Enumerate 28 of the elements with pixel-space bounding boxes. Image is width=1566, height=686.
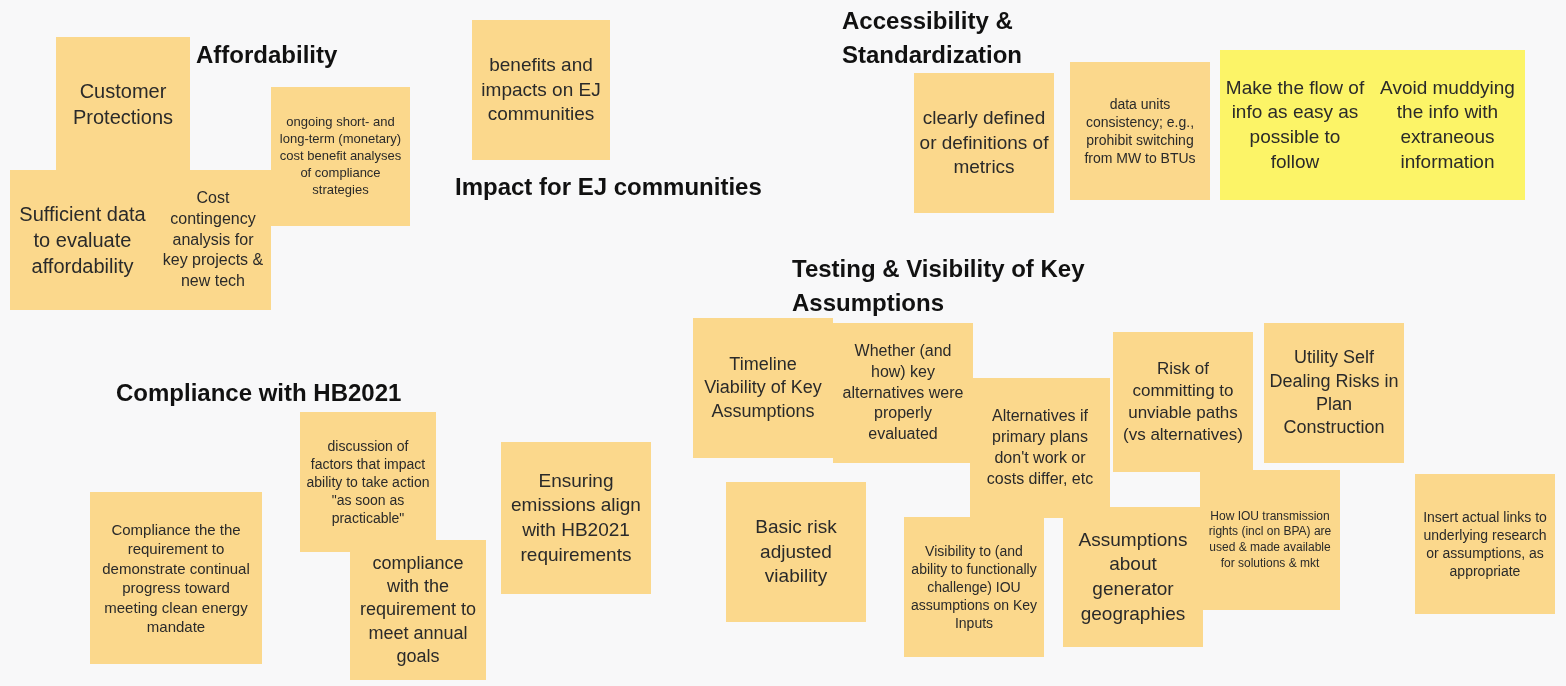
section-heading: Testing & Visibility of Key Assumptions (792, 254, 1086, 318)
sticky-note: Ensuring emissions align with HB2021 requirements (501, 442, 651, 594)
sticky-note: Basic risk adjusted viability (726, 482, 866, 622)
sticky-note: Cost contingency analysis for key projects & new tech (155, 170, 271, 310)
sticky-note: Risk of committing to unviable paths (vs alternatives) (1113, 332, 1253, 472)
sticky-note: clearly defined or definitions of metrics (914, 73, 1054, 213)
section-heading: Impact for EJ communities (455, 172, 763, 202)
sticky-note: Insert actual links to underlying research or assumptions, as appropriate (1415, 474, 1555, 614)
sticky-note: Assumptions about generator geographies (1063, 507, 1203, 647)
sticky-note: Make the flow of info as easy as possible to follow (1220, 50, 1370, 200)
sticky-note: data units consistency; e.g., prohibit switching from MW to BTUs (1070, 62, 1210, 200)
section-heading: Accessibility & Standardization (842, 6, 1023, 70)
sticky-note: Timeline Viability of Key Assumptions (693, 318, 833, 458)
sticky-note: Customer Protections (56, 37, 190, 170)
sticky-note: Alternatives if primary plans don't work or costs differ, etc (970, 378, 1110, 518)
section-heading: Compliance with HB2021 (116, 378, 403, 408)
sticky-note: benefits and impacts on EJ communities (472, 20, 610, 160)
sticky-note: Sufficient data to evaluate affordability (10, 170, 155, 310)
sticky-note: discussion of factors that impact ability to take action "as soon as practicable" (300, 412, 436, 552)
sticky-note: compliance with the requirement to meet annual goals (350, 540, 486, 680)
sticky-note: How IOU transmission rights (incl on BPA) are used & made available for solutions & mkt (1200, 470, 1340, 610)
sticky-note: Whether (and how) key alternatives were properly evaluated (833, 323, 973, 463)
section-heading: Affordability (196, 40, 339, 70)
sticky-note: Visibility to (and ability to functionally challenge) IOU assumptions on Key Inputs (904, 517, 1044, 657)
sticky-note: Utility Self Dealing Risks in Plan Construction (1264, 323, 1404, 463)
sticky-note: ongoing short- and long-term (monetary) cost benefit analyses of compliance strategies (271, 87, 410, 226)
sticky-note: Avoid muddying the info with extraneous information (1370, 50, 1525, 200)
sticky-note: Compliance the the requirement to demonstrate continual progress toward meeting clean energy mandate (90, 492, 262, 664)
